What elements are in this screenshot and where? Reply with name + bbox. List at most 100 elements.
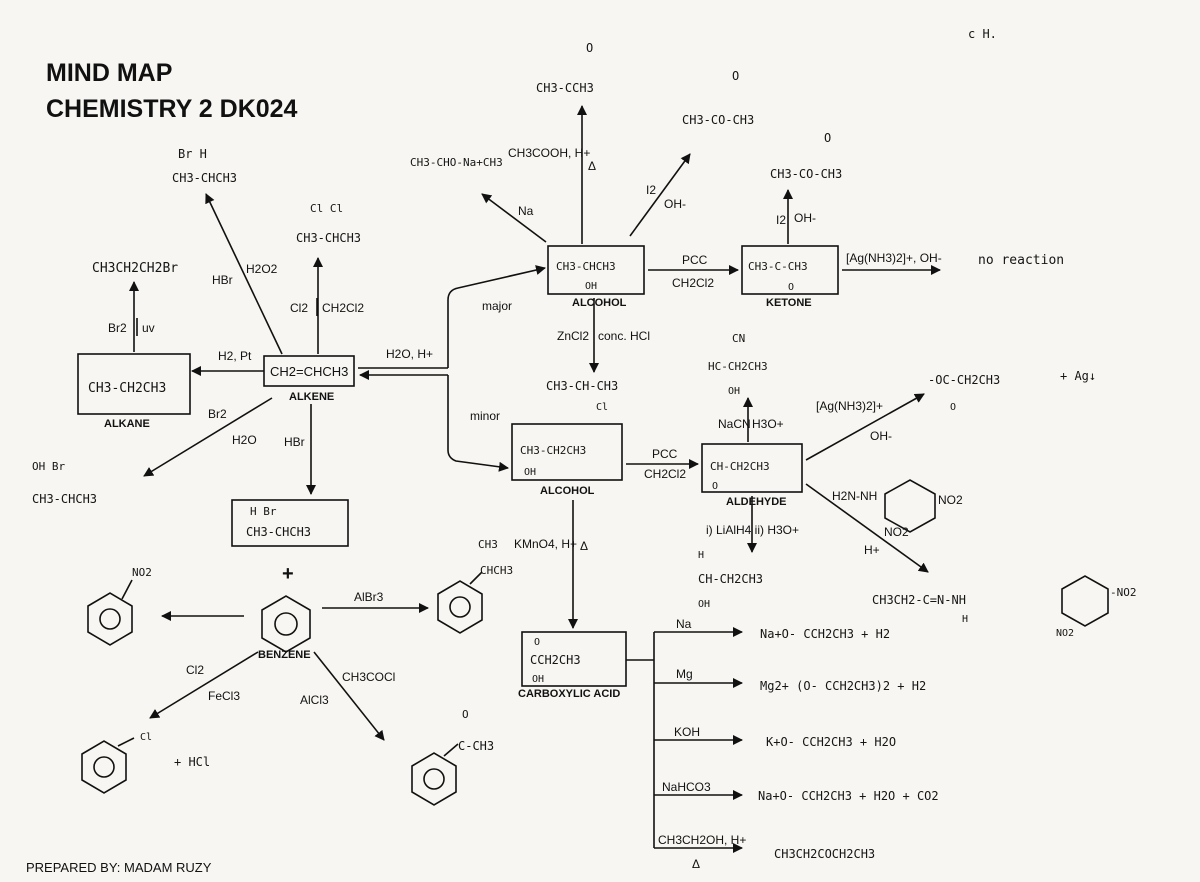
ketone-oxygen: O <box>788 282 794 293</box>
reagent-cl2-benzene: Cl2 <box>186 663 204 677</box>
reagent-fecl3: FeCl3 <box>208 689 240 703</box>
product-silver: + Ag↓ <box>1060 369 1096 383</box>
cyanohydrin-formula: HC-CH2CH3 <box>708 360 768 373</box>
reagent-hbr: HBr <box>284 435 305 449</box>
arrow-tollens-aldehyde <box>805 393 925 461</box>
alkane-box <box>77 353 191 415</box>
arrow-dnph <box>805 483 929 573</box>
ketone-box <box>741 245 839 295</box>
product-hydrazone: CH3CH2-C=N-NH <box>872 593 966 607</box>
reagent-acid-nahco3: NaHCO3 <box>662 780 711 794</box>
reagent-ch2cl2: CH2Cl2 <box>322 301 364 315</box>
reagent-no2-b: NO2 <box>884 525 909 539</box>
product-chloro: CH3-CH-CH3 <box>546 379 618 393</box>
acid-oxygen: O <box>534 637 540 648</box>
reagent-pcc-1: PCC <box>682 253 708 267</box>
alcohol-major-formula: CH3-CHCH3 <box>556 260 616 273</box>
reagent-heat-2: Δ <box>580 539 588 553</box>
product-acid-mg: Mg2+ (O- CCH2CH3)2 + H2 <box>760 679 926 693</box>
cyanohydrin-cn: CN <box>732 332 745 345</box>
bromoalkane-formula: CH3-CHCH3 <box>246 525 311 539</box>
aldehyde-box <box>701 443 803 493</box>
reagent-conc-hcl: conc. HCl <box>598 329 650 343</box>
reagent-no2-a: NO2 <box>938 493 963 507</box>
product-acetophenone: C-CH3 <box>458 739 494 753</box>
product-acetophenone-o: O <box>462 708 469 721</box>
product-iodoform-top: O <box>732 69 739 83</box>
reagent-br2: Br2 <box>108 321 127 335</box>
product-carboxylate: -OC-CH2CH3 <box>928 373 1000 387</box>
reagent-i2-ketone: I2 <box>776 213 786 227</box>
product-hydrazone-h: H <box>962 614 968 625</box>
reagent-h2o: H2O <box>232 433 257 447</box>
product-dichloro-top: Cl Cl <box>310 202 343 215</box>
product-no-reaction: no reaction <box>978 253 1064 268</box>
arrow-iodoform-1 <box>629 153 691 237</box>
dnph-ring-icon <box>884 479 936 533</box>
acid-box <box>521 631 627 687</box>
product-acid-nahco3: Na+O- CCH2CH3 + H2O + CO2 <box>758 789 939 803</box>
reagent-oh-aldehyde: OH- <box>870 429 892 443</box>
product-halohydrin: CH3-CHCH3 <box>32 492 97 506</box>
reagent-cl2: Cl2 <box>290 301 308 315</box>
arrow-to-minor-alcohol <box>447 375 509 472</box>
title-line-2: CHEMISTRY 2 DK024 <box>46 95 298 123</box>
reagent-tollens-aldehyde: [Ag(NH3)2]+ <box>816 399 883 413</box>
product-antimarkov-top: Br H <box>178 147 207 161</box>
alcohol-major-label: ALCOHOL <box>572 297 627 309</box>
ketone-formula: CH3-C-CH3 <box>748 260 808 273</box>
chlorobenzene-ring-icon <box>81 737 135 794</box>
product-chloro-cl: Cl <box>596 402 608 413</box>
label-major: major <box>482 299 512 313</box>
product-antimarkov: CH3-CHCH3 <box>172 171 237 185</box>
acid-formula: CCH2CH3 <box>530 653 581 667</box>
product-cumene-top: CH3 <box>478 538 498 551</box>
reagent-acid-heat: Δ <box>692 857 700 871</box>
reagent-oh-ketone: OH- <box>794 211 816 225</box>
reagent-acid-na: Na <box>676 617 692 631</box>
alkane-formula: CH3-CH2CH3 <box>88 381 166 396</box>
product-bromopropane: CH3CH2CH2Br <box>92 261 178 276</box>
product-acid-ester: CH3CH2COCH2CH3 <box>774 847 875 861</box>
reagent-hbr-peroxide: HBr <box>212 273 233 287</box>
reagent-h3o: H3O+ <box>752 417 784 431</box>
alcohol-minor-box <box>511 423 623 481</box>
benzene-ring-icon <box>261 595 311 653</box>
hydrazone-ring-icon <box>1061 575 1109 627</box>
arrow-to-major-alcohol <box>447 265 546 368</box>
footer: PREPARED BY: MADAM RUZY <box>26 860 212 875</box>
reagent-oh: OH- <box>664 197 686 211</box>
reagent-acid-mg: Mg <box>676 667 693 681</box>
product-acid-koh: K+O- CCH2CH3 + H2O <box>766 735 896 749</box>
bromoalkane-top: H Br <box>250 505 277 518</box>
product-nitro: NO2 <box>132 566 152 579</box>
nitrobenzene-ring-icon <box>87 579 133 646</box>
propanol-oh: OH <box>698 599 710 610</box>
reagent-heat-1: Δ <box>588 159 596 173</box>
product-carboxylate-o: O <box>950 402 956 413</box>
product-ketone: CH3-CO-CH3 <box>770 167 842 181</box>
reagent-br2-water: Br2 <box>208 407 227 421</box>
reagent-h2n-nh: H2N-NH <box>832 489 877 503</box>
reagent-acid-ethanol: CH3CH2OH, H+ <box>658 833 746 847</box>
propanol-formula: CH-CH2CH3 <box>698 572 763 586</box>
product-dichloro: CH3-CHCH3 <box>296 231 361 245</box>
reagent-acid-koh: KOH <box>674 725 700 739</box>
acetophenone-ring-icon <box>411 743 459 806</box>
acid-oh: OH <box>532 674 544 685</box>
propanol-h: H <box>698 550 704 561</box>
arrow-acylation <box>313 651 385 741</box>
product-alkoxide: CH3-CHO-Na+CH3 <box>410 156 503 169</box>
arrow-alkene-halohydrin <box>143 397 273 477</box>
reagent-h2o2: H2O2 <box>246 262 278 276</box>
reagent-h2pt: H2, Pt <box>218 349 252 363</box>
ketone-label: KETONE <box>766 297 812 309</box>
arrow-alkene-antimarkov <box>205 193 283 355</box>
bromoalkane-box <box>231 499 349 547</box>
aldehyde-label: ALDEHYDE <box>726 496 787 508</box>
product-chloro-cl-sub: Cl <box>140 732 152 743</box>
reagent-ch2cl2-1: CH2Cl2 <box>672 276 714 290</box>
alcohol-major-box <box>547 245 645 295</box>
reagent-hydration: H2O, H+ <box>386 347 433 361</box>
